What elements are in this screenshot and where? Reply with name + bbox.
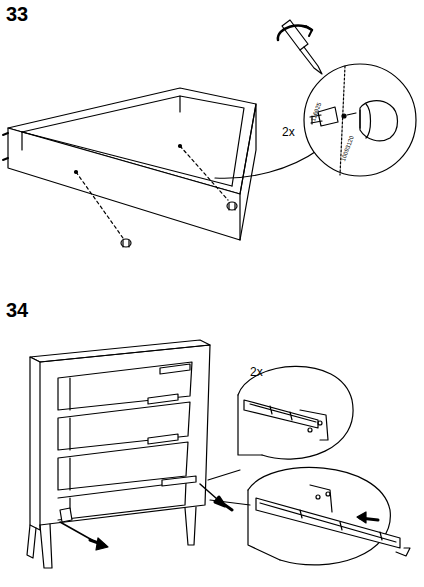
step-number: 33 [6,4,28,24]
detail-circles [208,366,410,565]
drawer [3,88,318,247]
quantity-label: 2x [282,126,295,138]
detail-circle [304,64,416,176]
quantity-label: 2x [250,366,263,378]
step-number: 34 [6,300,28,320]
screwdriver [278,20,322,74]
chest-of-drawers [27,340,232,568]
